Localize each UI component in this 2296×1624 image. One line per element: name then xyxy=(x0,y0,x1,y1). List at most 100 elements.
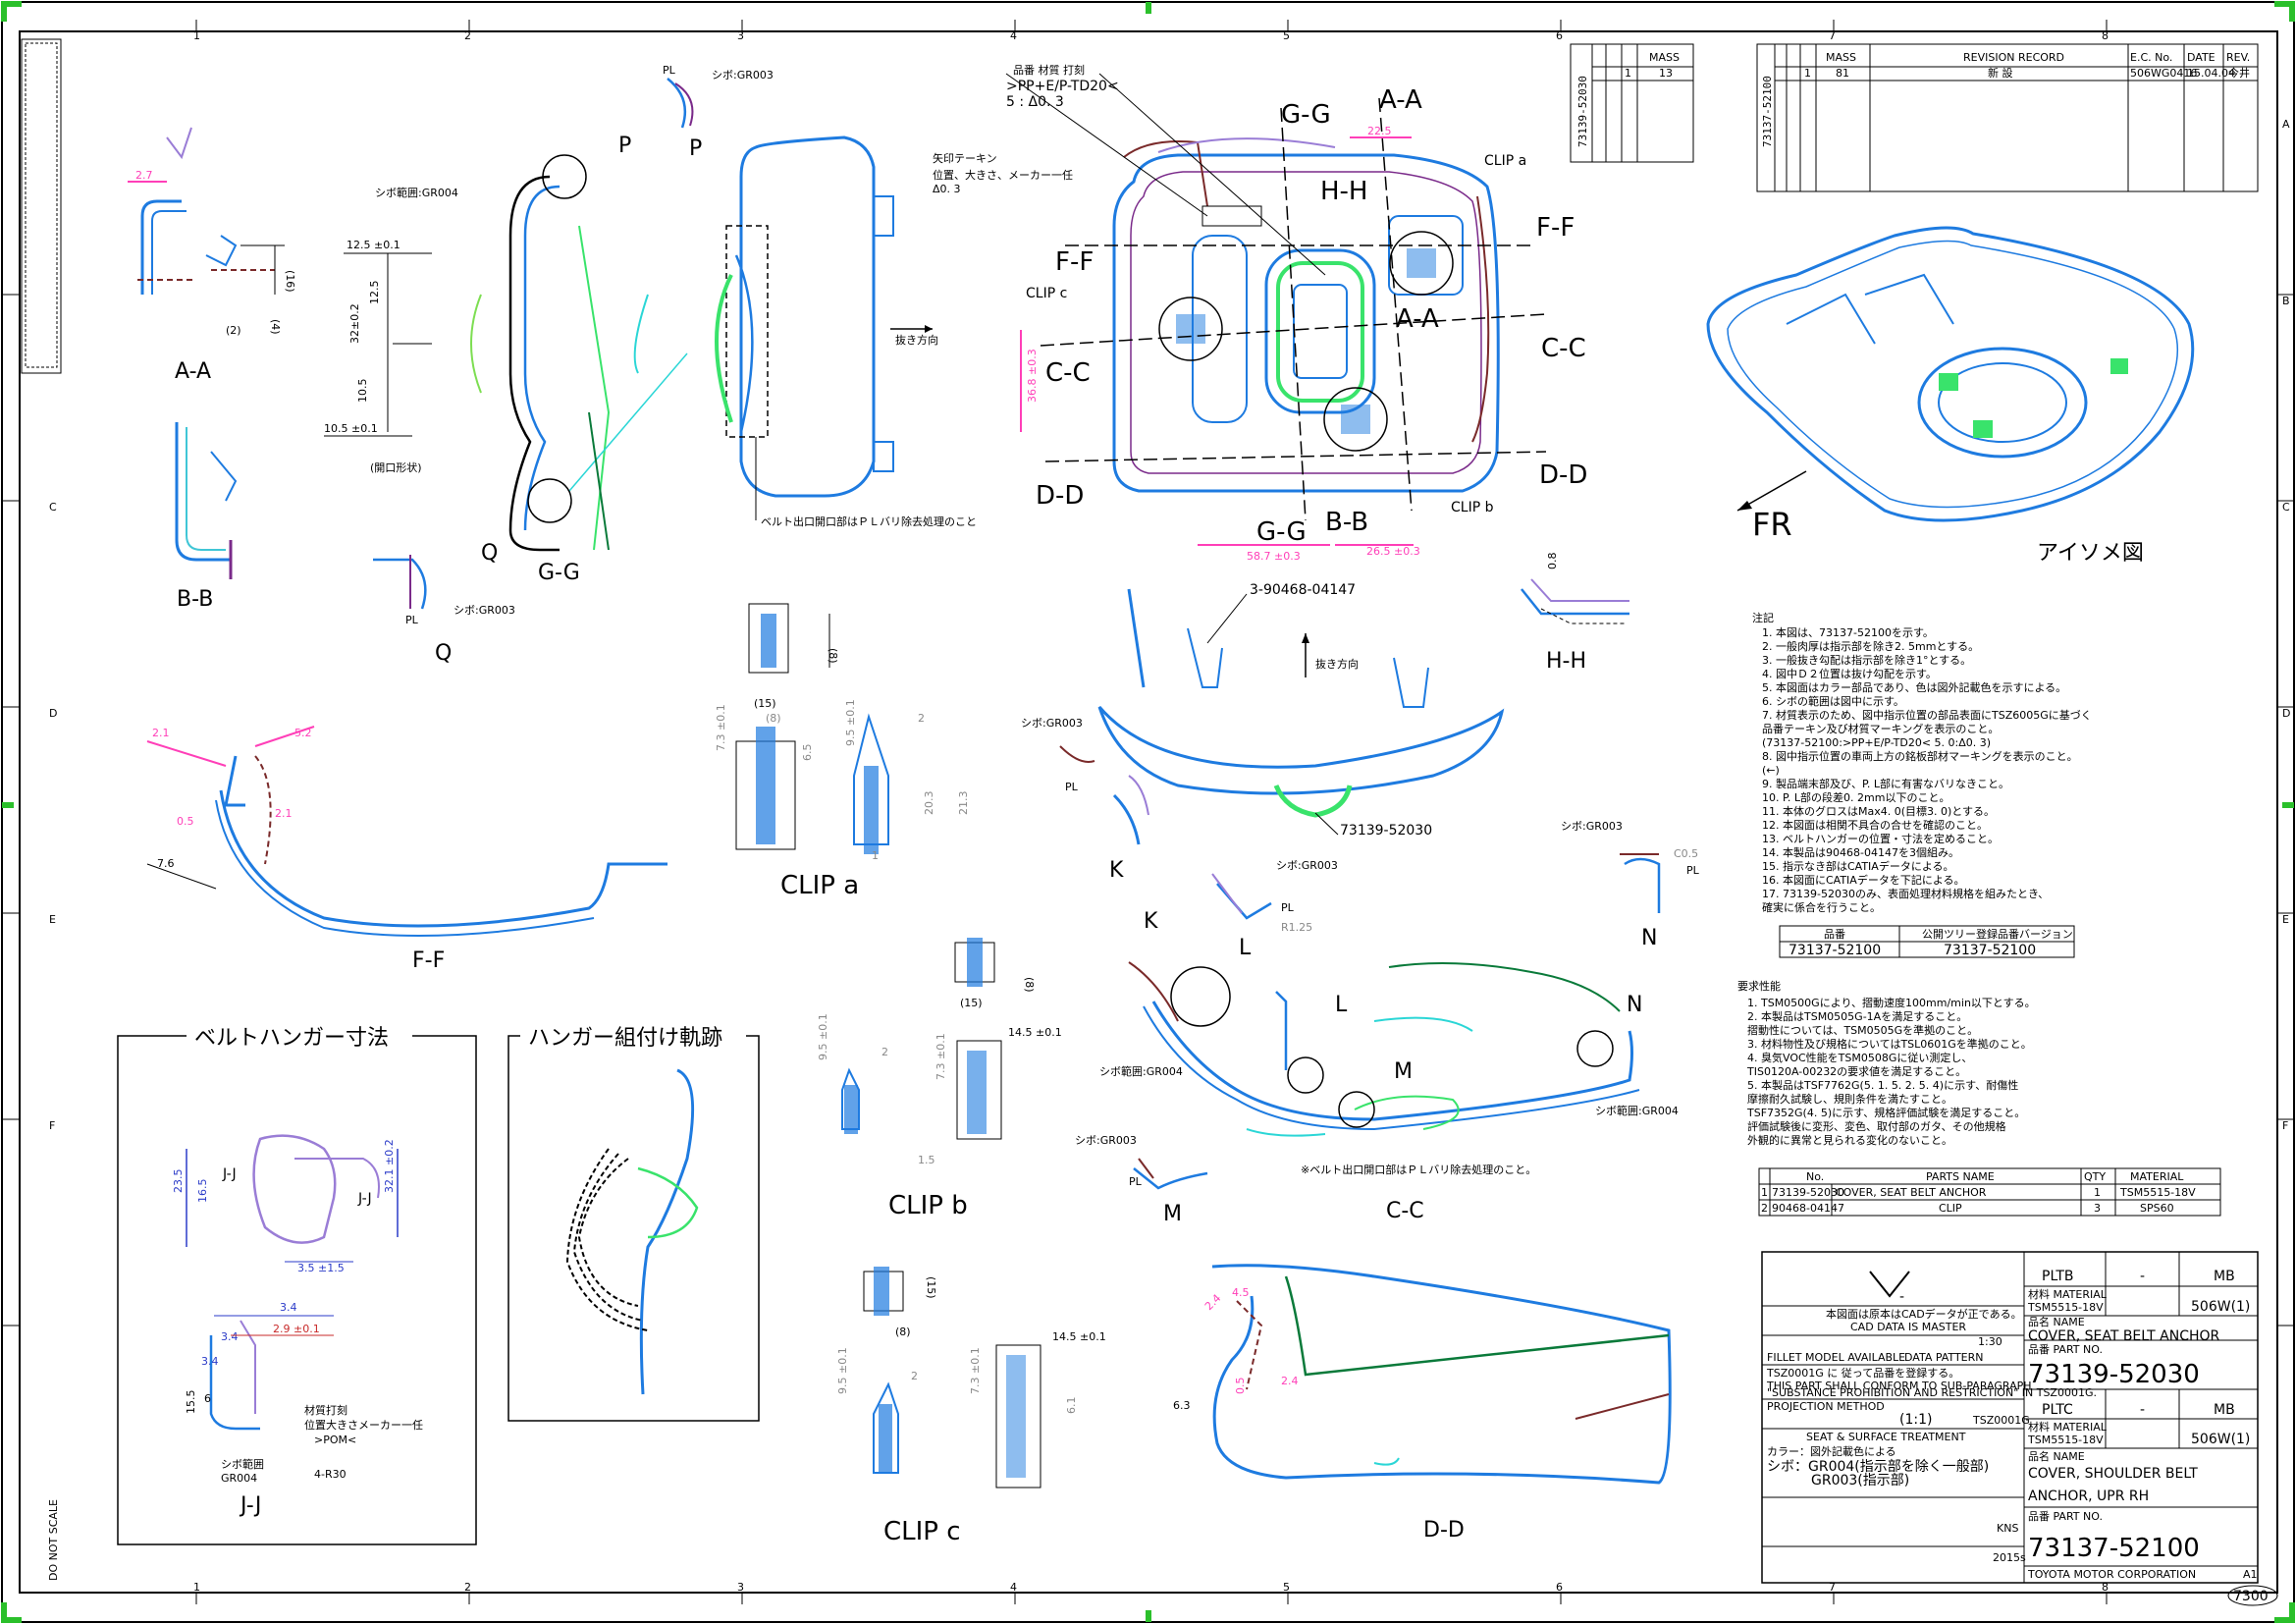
svg-text:9. 製品端末部及び、P. L部に有害なバリなきこと。: 9. 製品端末部及び、P. L部に有害なバリなきこと。 xyxy=(1762,777,2009,790)
svg-text:3. 一般抜き勾配は指示部を除き1°とする。: 3. 一般抜き勾配は指示部を除き1°とする。 xyxy=(1762,653,1971,667)
isometric-view: FR アイソメ図 xyxy=(1706,226,2195,566)
svg-text:2. 本製品はTSM0505G-1Aを満足すること。: 2. 本製品はTSM0505G-1Aを満足すること。 xyxy=(1747,1009,1967,1023)
svg-text:2: 2 xyxy=(1761,1202,1768,1215)
svg-text:シボ範囲:GR004: シボ範囲:GR004 xyxy=(375,186,458,199)
svg-text:73137-52100: 73137-52100 xyxy=(2028,1534,2200,1563)
svg-text:PL: PL xyxy=(1065,781,1079,793)
svg-text:C: C xyxy=(2282,501,2290,514)
svg-text:3-90468-04147: 3-90468-04147 xyxy=(1250,582,1356,598)
svg-text:1: 1 xyxy=(193,29,200,42)
svg-text:-: - xyxy=(2140,1402,2145,1418)
svg-text:5.2: 5.2 xyxy=(294,727,312,739)
svg-text:品名 NAME: 品名 NAME xyxy=(2028,1315,2085,1328)
label-m: M xyxy=(1163,1202,1182,1226)
svg-text:5. 本製品はTSF7762G(5. 1. 5. 2. 5.: 5. 本製品はTSF7762G(5. 1. 5. 2. 5. 4)に示す、耐傷性 xyxy=(1747,1078,2018,1092)
svg-text:2.4: 2.4 xyxy=(1281,1375,1299,1387)
svg-text:シボ範囲:GR004: シボ範囲:GR004 xyxy=(1099,1064,1183,1078)
svg-text:4-R30: 4-R30 xyxy=(314,1468,347,1481)
svg-text:摺動性については、TSM0505Gを準拠のこと。: 摺動性については、TSM0505Gを準拠のこと。 xyxy=(1747,1023,1978,1037)
svg-text:KNS: KNS xyxy=(1997,1522,2018,1535)
svg-text:確実に係合を行うこと。: 確実に係合を行うこと。 xyxy=(1762,900,1881,914)
svg-text:A1: A1 xyxy=(2243,1568,2258,1581)
svg-text:10.5 ±0.1: 10.5 ±0.1 xyxy=(324,422,378,435)
label-clip-c: CLIP c xyxy=(883,1517,961,1546)
svg-text:73139-52030: 73139-52030 xyxy=(1340,823,1432,839)
svg-text:20.3: 20.3 xyxy=(923,791,935,816)
svg-text:ハンガー組付け軌跡: ハンガー組付け軌跡 xyxy=(528,1026,722,1051)
label-q: Q xyxy=(435,641,452,666)
svg-text:3.4: 3.4 xyxy=(201,1355,219,1368)
svg-text:21.3: 21.3 xyxy=(957,791,970,816)
svg-text:※ベルト出口開口部はＰＬバリ除去処理のこと。: ※ベルト出口開口部はＰＬバリ除去処理のこと。 xyxy=(1301,1163,1536,1176)
svg-text:TSM5515-18V: TSM5515-18V xyxy=(2027,1301,2104,1314)
svg-text:E.C. No.: E.C. No. xyxy=(2130,51,2172,64)
svg-text:抜き方向: 抜き方向 xyxy=(1315,657,1359,671)
svg-text:7. 材質表示のため、図中指示位置の部品表面にTSZ6005: 7. 材質表示のため、図中指示位置の部品表面にTSZ6005Gに基づく xyxy=(1762,708,2092,722)
svg-text:(15): (15) xyxy=(754,697,776,710)
svg-text:0.5: 0.5 xyxy=(1234,1378,1247,1395)
svg-text:J-J: J-J xyxy=(222,1166,237,1182)
clip-a: (8) (15) 7.3 ±0.1 6.5 9.5 ±0.1 20.3 21.3… xyxy=(715,603,970,900)
svg-text:CLIP c: CLIP c xyxy=(1026,286,1067,301)
grid-row-labels: AB CD EF CD EF BA xyxy=(49,118,2290,1132)
svg-text:評価試験後に変形、変色、取付部のガタ、その他規格: 評価試験後に変形、変色、取付部のガタ、その他規格 xyxy=(1747,1119,2006,1133)
svg-text:2.4: 2.4 xyxy=(1202,1292,1224,1314)
label-k: K xyxy=(1109,858,1124,883)
svg-text:7: 7 xyxy=(1829,1581,1836,1594)
svg-text:TSM5515-18V: TSM5515-18V xyxy=(2027,1434,2104,1446)
title-block: PLTB - MB 材料 MATERIAL TSM5515-18V 506W(1… xyxy=(1761,1251,2278,1606)
svg-text:COVER, SEAT BELT ANCHOR: COVER, SEAT BELT ANCHOR xyxy=(1836,1186,1987,1199)
svg-text:F-F: F-F xyxy=(1055,247,1094,277)
svg-text:2: 2 xyxy=(464,29,471,42)
svg-text:DATE: DATE xyxy=(2187,51,2216,64)
svg-text:2. 一般肉厚は指示部を除き2. 5mmとする。: 2. 一般肉厚は指示部を除き2. 5mmとする。 xyxy=(1762,639,1979,653)
svg-text:506W(1): 506W(1) xyxy=(2191,1299,2250,1315)
left-side-table: DO NOT SCALE xyxy=(21,38,62,1581)
svg-text:Δ0. 3: Δ0. 3 xyxy=(933,183,961,195)
svg-text:F-F: F-F xyxy=(1536,213,1575,243)
svg-text:6.1: 6.1 xyxy=(1065,1397,1078,1415)
clip-b: (15) (8) 14.5 ±0.1 9.5 ±0.1 7.3 ±0.1 2 1… xyxy=(817,938,1062,1220)
label-d-d: D-D xyxy=(1423,1518,1465,1543)
svg-text:6: 6 xyxy=(1556,29,1563,42)
svg-text:7.3 ±0.1: 7.3 ±0.1 xyxy=(715,704,727,751)
label-b-b: B-B xyxy=(177,587,213,612)
svg-text:CAD DATA IS MASTER: CAD DATA IS MASTER xyxy=(1850,1321,1966,1333)
svg-text:-: - xyxy=(1899,1289,1904,1305)
svg-text:TOYOTA MOTOR CORPORATION: TOYOTA MOTOR CORPORATION xyxy=(2027,1568,2196,1581)
label-f-f: F-F xyxy=(412,948,445,973)
svg-text:3. 材料物性及び規格についてはTSL0601Gを準拠のこと: 3. 材料物性及び規格についてはTSL0601Gを準拠のこと。 xyxy=(1747,1037,2032,1051)
svg-text:品番 PART NO.: 品番 PART NO. xyxy=(2028,1343,2103,1356)
svg-text:5. 本図面はカラー部品であり、色は図外記載色を示すによる。: 5. 本図面はカラー部品であり、色は図外記載色を示すによる。 xyxy=(1762,680,2066,694)
svg-text:3.4: 3.4 xyxy=(280,1301,297,1314)
svg-text:A: A xyxy=(2282,118,2290,131)
svg-text:外観的に異常と見られる変化のないこと。: 外観的に異常と見られる変化のないこと。 xyxy=(1747,1133,1952,1147)
svg-text:9.5 ±0.1: 9.5 ±0.1 xyxy=(844,699,857,746)
svg-text:2: 2 xyxy=(911,1370,918,1382)
label-clip-a: CLIP a xyxy=(780,871,859,900)
svg-text:シボ：GR004(指示部を除く一般部): シボ：GR004(指示部を除く一般部) xyxy=(1767,1459,1989,1475)
svg-text:品名 NAME: 品名 NAME xyxy=(2028,1449,2085,1463)
detail-q: シボ:GR003 PL Q xyxy=(373,555,515,666)
svg-text:0.5: 0.5 xyxy=(177,815,194,828)
svg-text:"SUBSTANCE PROHIBITION AND RES: "SUBSTANCE PROHIBITION AND RESTRICTION" … xyxy=(1767,1386,2097,1399)
svg-text:1. TSM0500Gにより、摺動速度100mm/min以下: 1. TSM0500Gにより、摺動速度100mm/min以下とする。 xyxy=(1747,996,2036,1009)
svg-text:9.5 ±0.1: 9.5 ±0.1 xyxy=(817,1013,829,1060)
version-table: 品番 公開ツリー登録品番バージョン 73137-52100 73137-5210… xyxy=(1779,925,2075,958)
svg-text:1.5: 1.5 xyxy=(918,1154,935,1166)
svg-text:>PP+E/P-TD20<: >PP+E/P-TD20< xyxy=(1006,79,1119,94)
svg-text:(8): (8) xyxy=(827,648,839,664)
svg-text:J-J: J-J xyxy=(357,1191,372,1207)
svg-text:3.5 ±1.5: 3.5 ±1.5 xyxy=(297,1262,345,1274)
front-view: 抜き方向 3-90468-04147 73139-52030 シボ:GR003 … xyxy=(1021,582,1505,883)
svg-text:MASS: MASS xyxy=(1826,51,1856,64)
svg-text:4.5: 4.5 xyxy=(1232,1286,1250,1299)
svg-text:(15): (15) xyxy=(925,1276,937,1299)
svg-text:材料 MATERIAL: 材料 MATERIAL xyxy=(2028,1287,2108,1301)
svg-text:4. 図中Ｄ２位置は抜け勾配を示す。: 4. 図中Ｄ２位置は抜け勾配を示す。 xyxy=(1762,667,1937,680)
svg-text:-: - xyxy=(2140,1269,2145,1284)
svg-text:F: F xyxy=(49,1119,55,1132)
svg-text:B: B xyxy=(2282,295,2290,307)
svg-text:No.: No. xyxy=(1806,1170,1824,1183)
